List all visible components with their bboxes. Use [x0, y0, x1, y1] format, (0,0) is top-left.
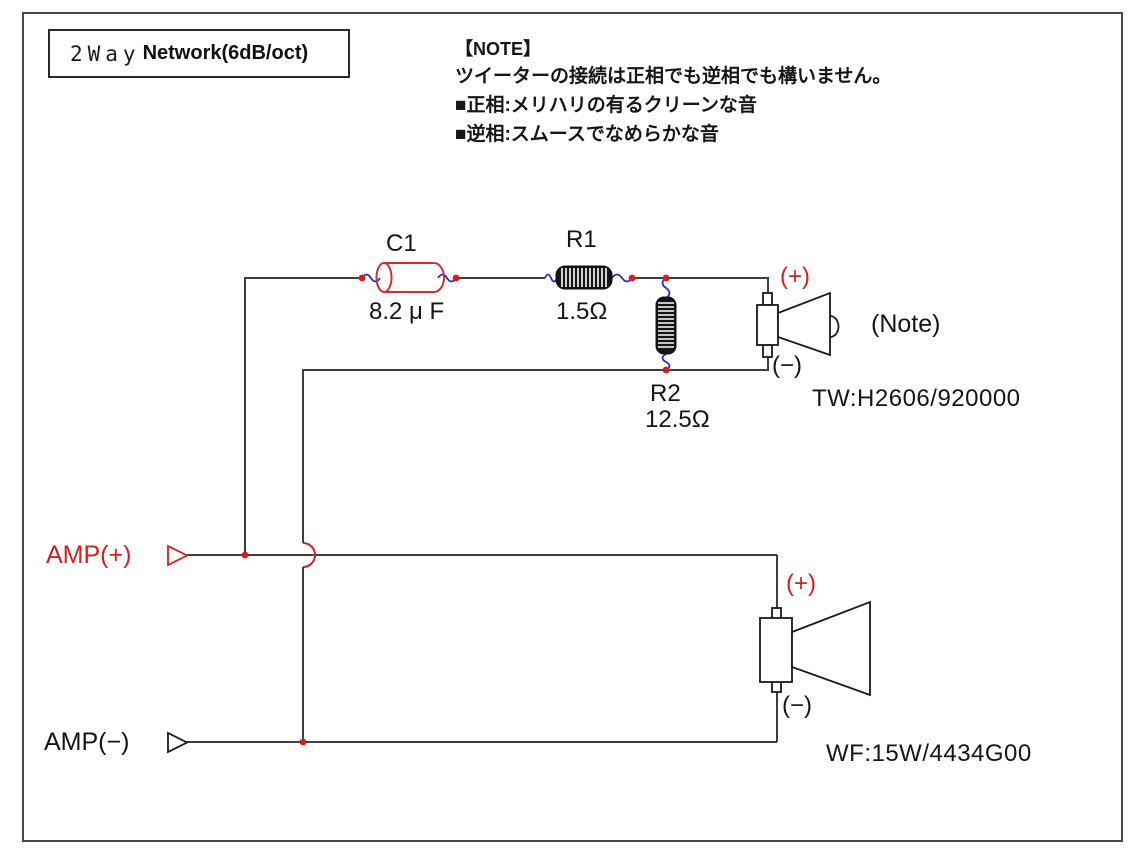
wire-r1-to-tweeter [632, 277, 769, 293]
r1-label: R1 [566, 226, 597, 253]
amp-minus-label: AMP(−) [44, 728, 130, 756]
note-heading: 【NOTE】 [455, 39, 542, 59]
lead-r2-bottom [661, 353, 671, 371]
note-line-3: ■逆相:スムースでなめらかな音 [455, 124, 719, 145]
lead-r1-left [544, 273, 558, 283]
wire-hop-arc [302, 542, 316, 568]
c1-value: 8.2 μ F [369, 298, 445, 325]
tweeter-symbol [756, 291, 840, 358]
title-network: Network(6dB/oct) [142, 42, 309, 64]
dot-amp-minus-junction [299, 738, 307, 746]
tweeter-horn [777, 291, 831, 357]
woofer-model: WF:15W/4434G00 [826, 740, 1032, 767]
woofer-minus-label: (−) [782, 692, 812, 719]
page-border [22, 12, 1123, 842]
tweeter-plus-label: (+) [780, 263, 810, 290]
tweeter-body [756, 304, 779, 346]
amp-minus-terminal-icon [167, 731, 190, 754]
dot-r2-tap [662, 274, 670, 282]
junction-dots [241, 274, 670, 746]
note-line-1: ツイーターの接続は正相でも逆相でも構いません。 [455, 66, 892, 87]
r2-value: 12.5Ω [645, 406, 710, 433]
title-2way: 2Way [70, 41, 141, 66]
capacitor-end-cap [375, 262, 393, 293]
lead-r2-top [661, 277, 671, 299]
tweeter-note-ref: (Note) [871, 310, 941, 338]
r1-value: 1.5Ω [556, 298, 608, 325]
dot-r1-right [628, 274, 636, 282]
resistor-r2-symbol [655, 296, 677, 355]
tweeter-top-terminal [762, 292, 773, 306]
dot-c1-right [452, 274, 460, 282]
woofer-plus-label: (+) [786, 570, 816, 597]
dot-c1-left [358, 274, 366, 282]
c1-label: C1 [386, 230, 417, 257]
capacitor-body [384, 262, 445, 293]
r2-label: R2 [650, 380, 681, 407]
tweeter-bottom-terminal [762, 344, 773, 358]
note-block: 【NOTE】 ツイーターの接続は正相でも逆相でも構いません。 ■正相:メリハリの… [455, 36, 891, 149]
amp-plus-terminal-icon [167, 544, 190, 567]
amp-plus-label: AMP(+) [46, 541, 132, 569]
note-line-2: ■正相:メリハリの有るクリーンな音 [455, 95, 757, 116]
wire-amp-to-c1 [244, 277, 362, 555]
title-box: 2Way Network(6dB/oct) [48, 29, 350, 78]
dot-r2-return [662, 366, 670, 374]
woofer-symbol [759, 600, 871, 697]
capacitor-c1-symbol [375, 262, 445, 293]
lead-c1-right [437, 273, 457, 283]
woofer-horn [791, 600, 871, 697]
tweeter-minus-label: (−) [772, 352, 802, 379]
woofer-body [759, 617, 793, 683]
resistor-r1-symbol [555, 265, 613, 290]
tweeter-model: TW:H2606/920000 [812, 385, 1021, 412]
wire-tweeter-return-upper [302, 357, 769, 543]
tweeter-dome [829, 315, 840, 338]
dot-amp-plus-junction [241, 551, 249, 559]
lead-r1-right [611, 273, 633, 283]
